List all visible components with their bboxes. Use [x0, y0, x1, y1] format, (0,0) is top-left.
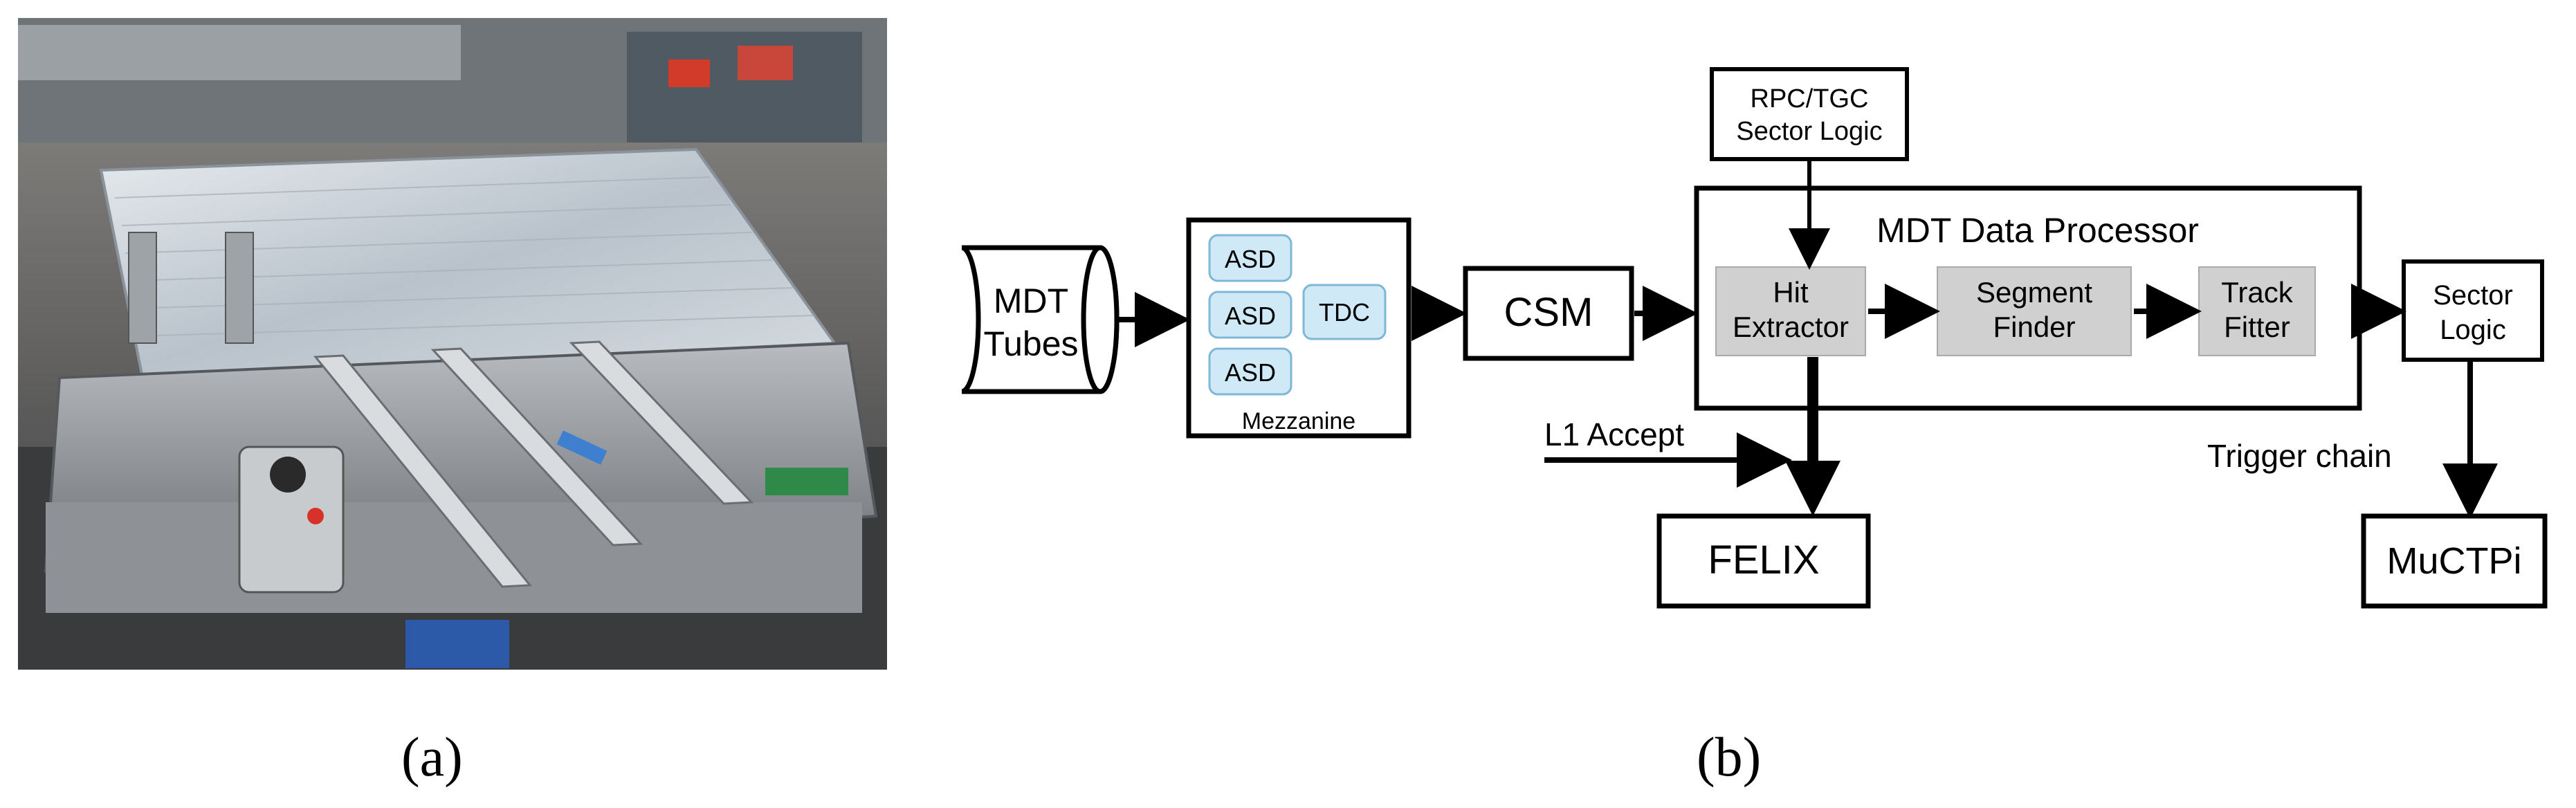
segment-finder-node	[1937, 266, 2132, 356]
tdc-chip	[1302, 284, 1387, 340]
sector-logic-node: Sector Logic	[2402, 259, 2544, 362]
asd-chip-2	[1208, 291, 1292, 339]
segment-finder-label-2: Finder	[1993, 311, 2075, 343]
rpc-tgc-label-2: Sector Logic	[1736, 117, 1882, 146]
mezzanine-label: Mezzanine	[1242, 408, 1355, 434]
asd-label-2: ASD	[1225, 302, 1276, 330]
caption-b: (b)	[1697, 727, 1762, 788]
felix-node: FELIX	[1656, 513, 1871, 609]
asd-chip-3	[1208, 347, 1292, 396]
sector-logic-label-2: Logic	[2440, 315, 2506, 345]
mezzanine-node: ASD ASD ASD TDC Mezzanine	[1186, 217, 1412, 439]
muctpi-node: MuCTPi	[2361, 513, 2548, 609]
asd-label-1: ASD	[1225, 245, 1276, 273]
mdt-tubes-node: MDT Tubes	[961, 245, 1120, 394]
asd-chip-1	[1208, 234, 1292, 282]
muctpi-label: MuCTPi	[2386, 540, 2521, 582]
hit-extractor-label-1: Hit	[1773, 276, 1809, 309]
tdc-label: TDC	[1319, 298, 1370, 327]
caption-a: (a)	[401, 727, 463, 788]
mdt-data-processor: MDT Data Processor Hit Extractor Segment…	[1694, 185, 2362, 411]
l1-accept-label: L1 Accept	[1544, 416, 1684, 452]
trigger-chain-label: Trigger chain	[2207, 438, 2392, 474]
felix-label: FELIX	[1708, 538, 1819, 582]
hit-extractor-node	[1715, 266, 1866, 356]
processor-title: MDT Data Processor	[1876, 211, 2199, 250]
sector-logic-label-1: Sector	[2433, 280, 2513, 311]
track-fitter-label-2: Fitter	[2224, 311, 2290, 343]
rpc-tgc-node: RPC/TGC Sector Logic	[1710, 67, 1909, 161]
track-fitter-label-1: Track	[2221, 276, 2293, 309]
workbench-photo	[18, 18, 887, 670]
mdt-tubes-label-1: MDT	[994, 282, 1068, 320]
csm-node: CSM	[1463, 266, 1634, 361]
asd-label-3: ASD	[1225, 358, 1276, 387]
workbench-photo-icon	[18, 18, 887, 670]
segment-finder-label-1: Segment	[1976, 276, 2092, 309]
mdt-tubes-label-2: Tubes	[983, 324, 1078, 363]
csm-label: CSM	[1504, 290, 1593, 335]
hit-extractor-label-2: Extractor	[1733, 311, 1849, 343]
rpc-tgc-label-1: RPC/TGC	[1751, 84, 1869, 113]
